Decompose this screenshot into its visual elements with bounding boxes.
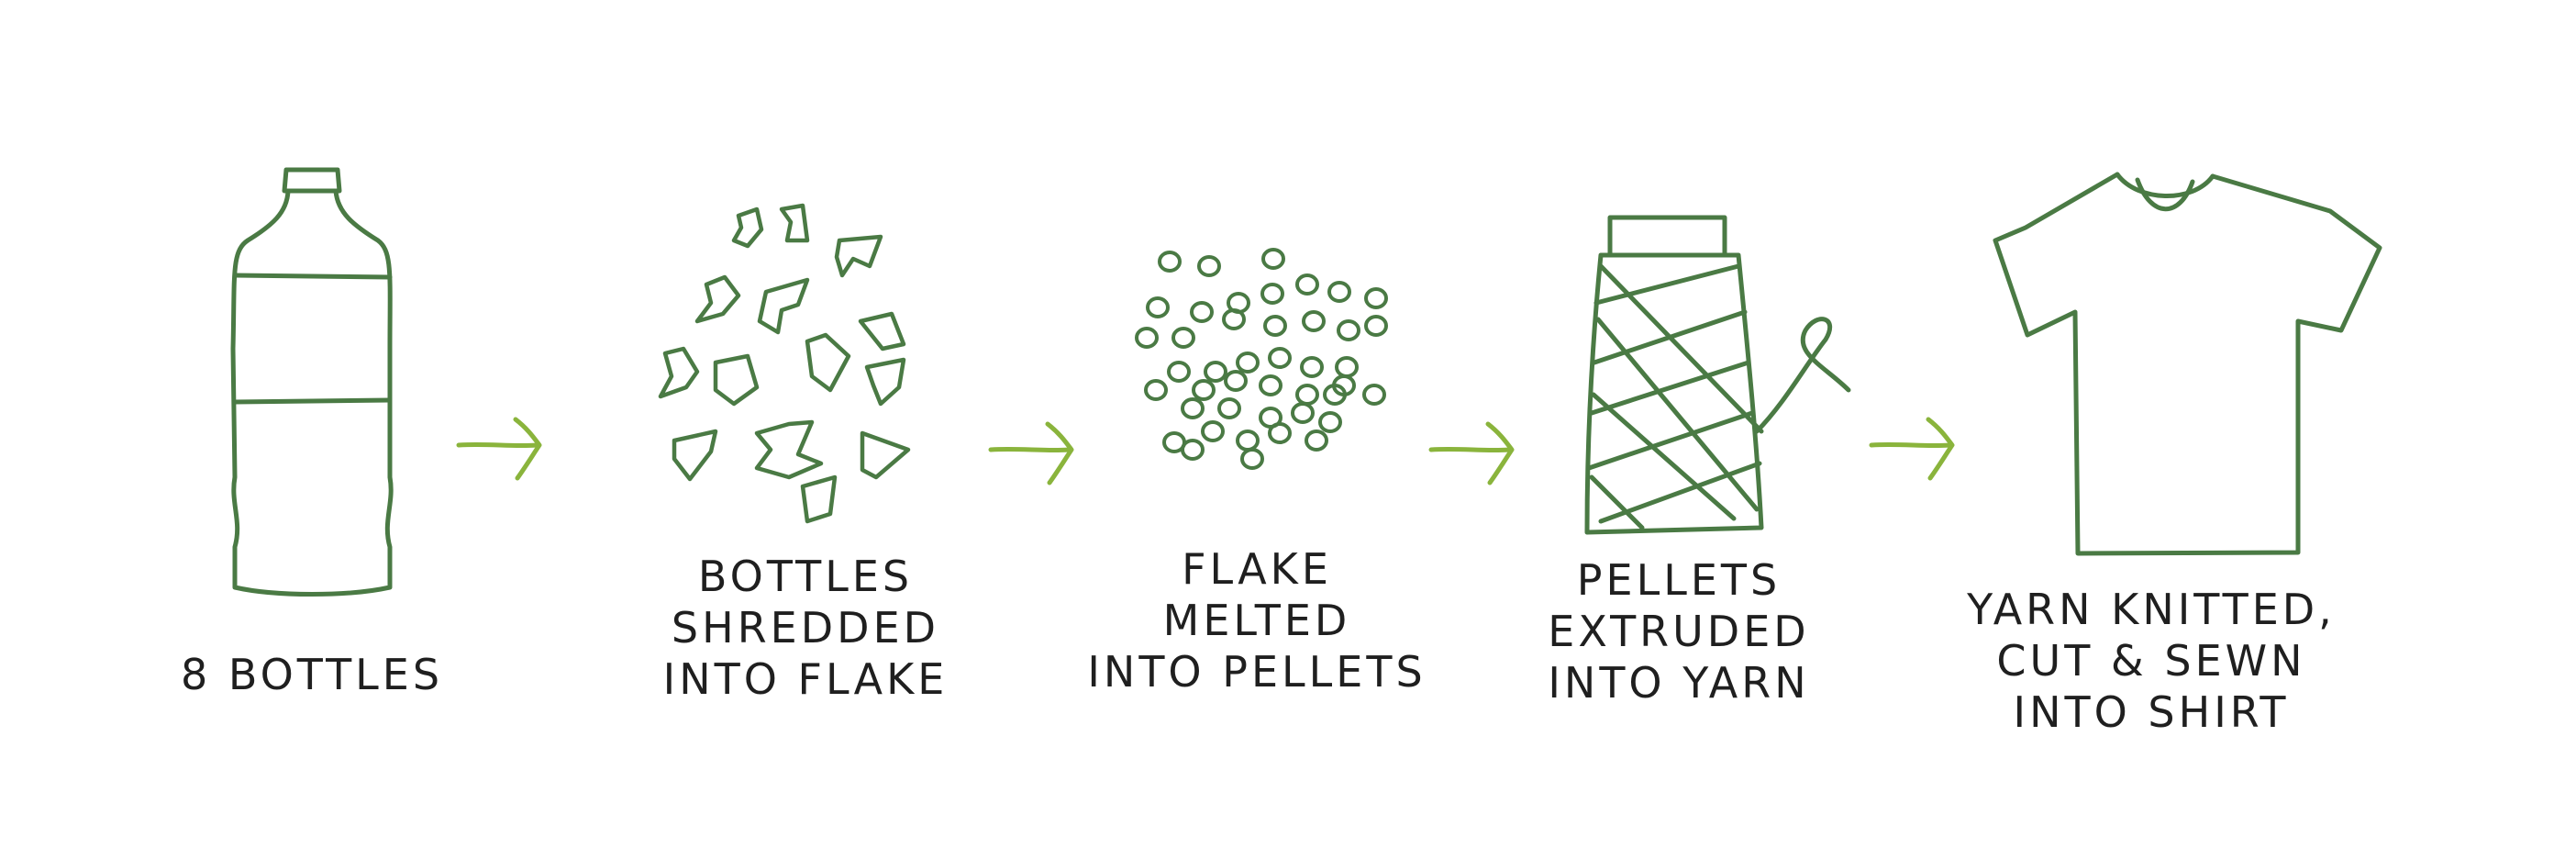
- plastic-flake: [860, 430, 911, 480]
- plastic-pellet: [1144, 379, 1168, 401]
- plastic-pellet: [1224, 370, 1248, 392]
- plastic-pellet: [1318, 411, 1342, 433]
- plastic-pellet: [1305, 430, 1328, 452]
- plastic-flake: [731, 206, 764, 249]
- plastic-pellet: [1263, 315, 1287, 337]
- plastic-pellet: [1236, 430, 1260, 452]
- plastic-pellet: [1295, 384, 1319, 406]
- step-caption-1: 8 BOTTLES: [181, 649, 443, 700]
- plastic-pellet: [1236, 351, 1260, 374]
- caption-line: YARN KNITTED,: [1967, 585, 2336, 634]
- arrow-right-icon: [1869, 417, 1955, 481]
- arrow-right-icon: [1428, 421, 1515, 485]
- plastic-pellet: [1181, 439, 1205, 461]
- caption-line: BOTTLES: [697, 552, 914, 601]
- plastic-flakes-icon: [658, 203, 911, 524]
- plastic-pellet: [1259, 374, 1282, 396]
- arrow-right-icon: [988, 421, 1074, 485]
- plastic-pellet: [1135, 327, 1159, 349]
- caption-line: EXTRUDED: [1548, 607, 1810, 656]
- plastic-pellet: [1158, 251, 1182, 273]
- plastic-pellet: [1362, 384, 1386, 406]
- plastic-flake: [754, 419, 824, 480]
- plastic-flake: [779, 203, 810, 243]
- plastic-flake: [858, 311, 906, 351]
- plastic-pellet: [1335, 356, 1359, 378]
- plastic-pellet: [1268, 347, 1292, 369]
- caption-line: 8 BOTTLES: [180, 650, 444, 699]
- plastic-pellet: [1337, 319, 1360, 341]
- plastic-pellet: [1364, 287, 1388, 309]
- caption-line: INTO SHIRT: [2013, 687, 2290, 737]
- plastic-pellet: [1192, 379, 1216, 401]
- plastic-pellet: [1260, 283, 1284, 305]
- plastic-pellet: [1268, 422, 1292, 444]
- plastic-pellet: [1300, 356, 1324, 378]
- plastic-flake: [694, 274, 741, 324]
- plastic-pellet: [1181, 397, 1205, 419]
- plastic-pellet: [1327, 281, 1351, 303]
- step-caption-3: FLAKE MELTED INTO PELLETS: [1087, 543, 1426, 697]
- step-caption-5: YARN KNITTED, CUT & SEWN INTO SHIRT: [1967, 584, 2336, 738]
- plastic-pellet: [1171, 327, 1195, 349]
- arrow-right-icon: [456, 417, 542, 481]
- plastic-flake: [658, 346, 700, 399]
- step-caption-4: PELLETS EXTRUDED INTO YARN: [1548, 554, 1809, 708]
- plastic-pellet: [1261, 248, 1285, 270]
- plastic-pellet: [1295, 273, 1319, 296]
- plastic-pellet: [1302, 310, 1326, 332]
- plastic-pellet: [1204, 361, 1227, 383]
- caption-line: INTO YARN: [1548, 658, 1810, 708]
- caption-line: PELLETS: [1576, 555, 1782, 605]
- yarn-spool-icon: [1584, 215, 1851, 535]
- t-shirt-icon: [1993, 172, 2382, 556]
- plastic-flake: [757, 277, 810, 335]
- plastic-flake: [672, 429, 718, 482]
- caption-line: SHREDDED: [671, 603, 940, 653]
- plastic-pellet: [1222, 308, 1246, 330]
- plastic-pellet: [1167, 361, 1191, 383]
- plastic-bottle-icon: [230, 167, 394, 597]
- plastic-pellet: [1332, 374, 1356, 396]
- plastic-flake: [713, 353, 760, 407]
- plastic-pellet: [1190, 301, 1214, 323]
- caption-line: INTO FLAKE: [662, 654, 949, 704]
- plastic-pellet: [1364, 315, 1388, 337]
- plastic-pellet: [1197, 255, 1221, 277]
- plastic-flake: [805, 332, 851, 393]
- plastic-flake: [864, 357, 906, 407]
- plastic-pellet: [1217, 397, 1241, 419]
- caption-line: MELTED: [1162, 596, 1351, 645]
- plastic-pellet: [1291, 402, 1315, 424]
- plastic-flake: [834, 234, 883, 278]
- plastic-pellet: [1146, 296, 1170, 318]
- caption-line: INTO PELLETS: [1087, 647, 1427, 697]
- plastic-pellet: [1240, 448, 1264, 470]
- caption-line: CUT & SEWN: [1996, 636, 2306, 686]
- plastic-flake: [800, 474, 838, 524]
- plastic-pellets-icon: [1135, 248, 1388, 470]
- step-caption-2: BOTTLES SHREDDED INTO FLAKE: [663, 551, 949, 705]
- plastic-pellet: [1201, 420, 1225, 442]
- caption-line: FLAKE: [1182, 544, 1332, 594]
